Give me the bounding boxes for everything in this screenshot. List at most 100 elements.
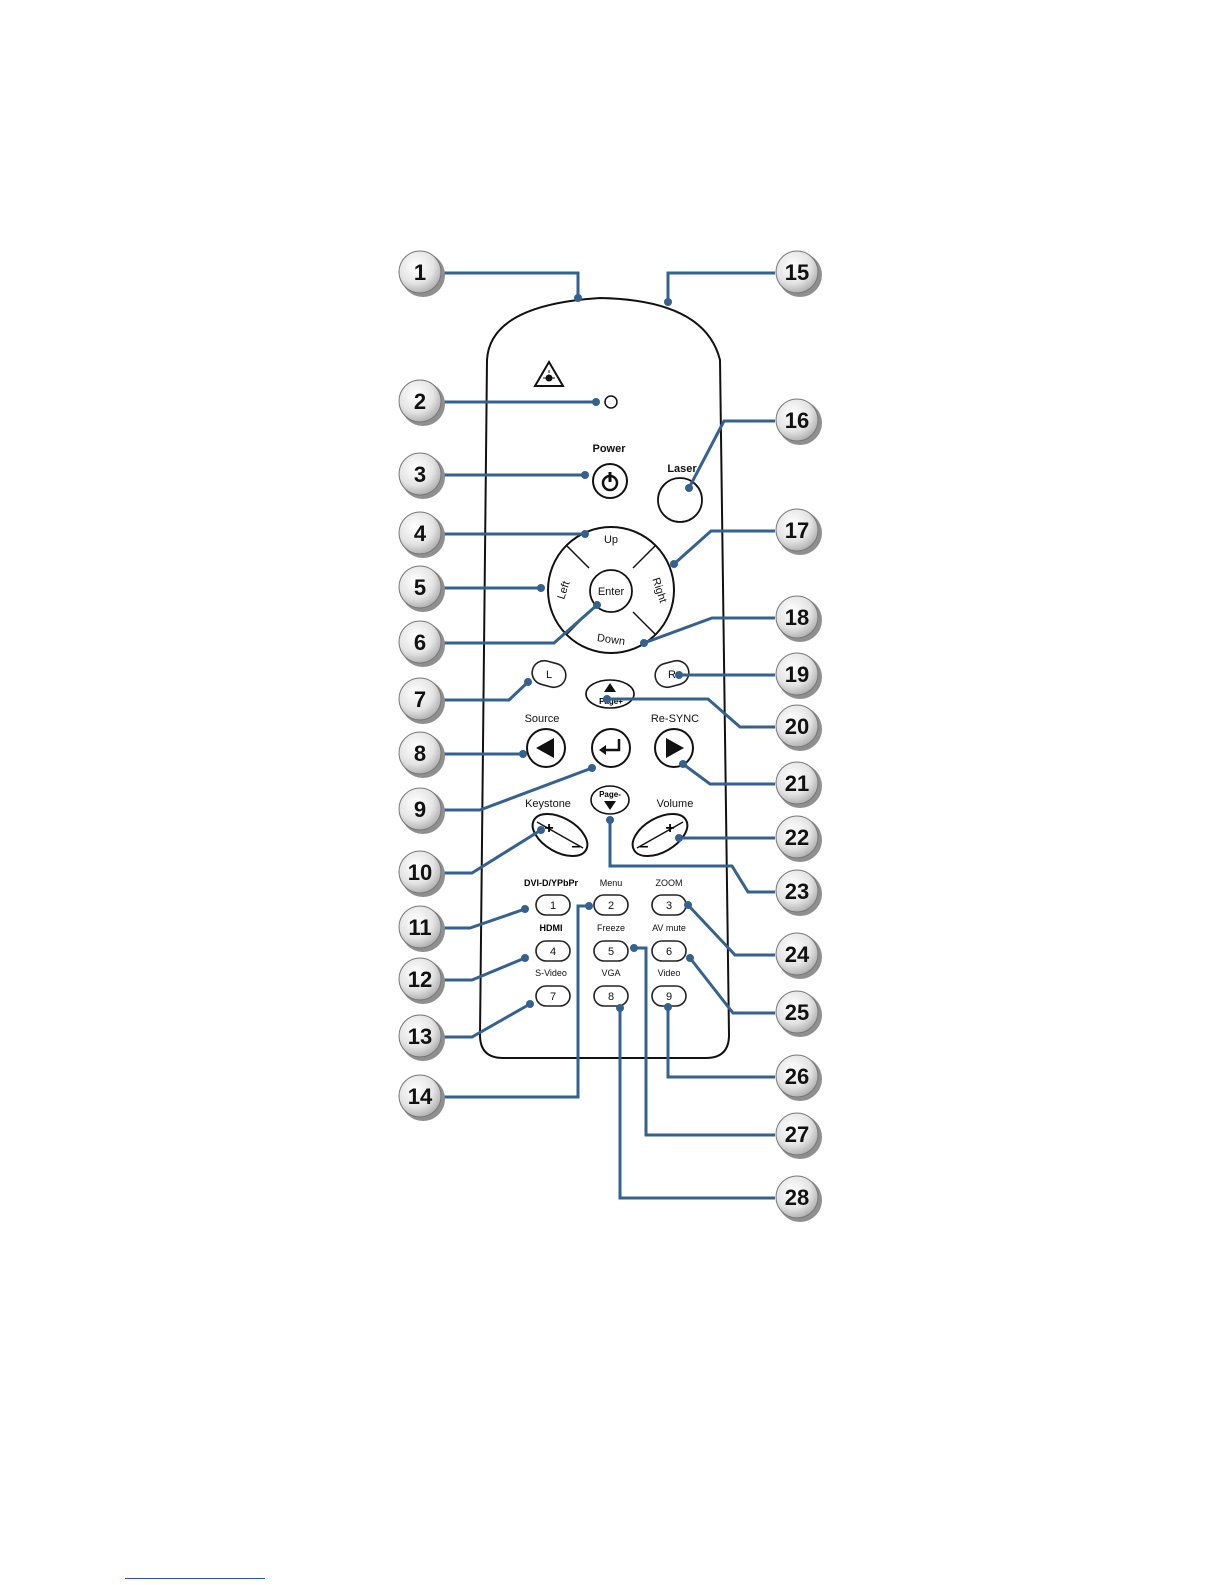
av-mute-label: AV mute [652, 923, 686, 933]
key-1-label: 1 [550, 900, 556, 912]
key-8-label: 8 [608, 991, 614, 1003]
callout-4: 4 [399, 512, 445, 558]
callout-16: 16 [776, 399, 822, 445]
svg-text:8: 8 [414, 741, 426, 766]
resync-label: Re-SYNC [651, 713, 699, 725]
svg-text:12: 12 [408, 967, 432, 992]
vga-label: VGA [601, 968, 620, 978]
footer-rule [125, 1578, 265, 1579]
keypad: 1 2 3 4 5 6 7 8 9 [536, 895, 686, 1006]
callout-7: 7 [399, 678, 445, 724]
callout-18: 18 [776, 596, 822, 642]
callout-17: 17 [776, 509, 822, 555]
svg-text:16: 16 [785, 408, 809, 433]
power-button[interactable] [593, 464, 627, 498]
laser-label: Laser [667, 463, 697, 475]
source-button[interactable] [527, 729, 565, 767]
callout-6: 6 [399, 621, 445, 667]
callout-24: 24 [776, 933, 822, 979]
svg-text:20: 20 [785, 714, 809, 739]
svg-text:26: 26 [785, 1064, 809, 1089]
key-2-label: 2 [608, 900, 614, 912]
keystone-plus: + [544, 820, 553, 837]
svg-text:21: 21 [785, 771, 809, 796]
svg-text:13: 13 [408, 1024, 432, 1049]
callout-5: 5 [399, 566, 445, 612]
callout-3: 3 [399, 453, 445, 499]
hdmi-label: HDMI [540, 923, 563, 933]
svg-text:11: 11 [408, 915, 431, 940]
callout-11: 11 [399, 906, 445, 952]
svg-text:14: 14 [408, 1084, 433, 1109]
callout-13: 13 [399, 1015, 445, 1061]
keystone-label: Keystone [525, 798, 571, 810]
callout-15: 15 [776, 251, 822, 297]
svg-text:4: 4 [414, 521, 427, 546]
menu-label: Menu [600, 878, 623, 888]
volume-plus: + [665, 820, 674, 837]
power-label: Power [592, 443, 626, 455]
svg-text:27: 27 [785, 1122, 809, 1147]
svg-text:3: 3 [414, 462, 426, 487]
key-3-label: 3 [666, 900, 672, 912]
leader-15 [668, 273, 775, 302]
svg-text:22: 22 [785, 825, 809, 850]
freeze-label: Freeze [597, 923, 625, 933]
leader-1 [440, 273, 578, 298]
key-9-label: 9 [666, 991, 672, 1003]
callout-22: 22 [776, 816, 822, 862]
l-label: L [546, 669, 552, 681]
callout-12: 12 [399, 958, 445, 1004]
svg-text:25: 25 [785, 1000, 809, 1025]
callout-10: 10 [399, 851, 445, 897]
page-down-label: Page- [599, 790, 621, 799]
svg-text:6: 6 [414, 630, 426, 655]
key-4-label: 4 [550, 946, 556, 958]
svg-text:17: 17 [785, 518, 809, 543]
svg-text:2: 2 [414, 389, 426, 414]
svg-text:24: 24 [785, 942, 810, 967]
laser-button[interactable] [658, 478, 702, 522]
svg-text:7: 7 [414, 687, 426, 712]
resync-button[interactable] [655, 729, 693, 767]
volume-minus: – [640, 838, 649, 855]
callout-19: 19 [776, 653, 822, 699]
callout-21: 21 [776, 762, 822, 808]
callout-9: 9 [399, 788, 445, 834]
svg-text:18: 18 [785, 605, 809, 630]
keystone-minus: – [572, 838, 581, 855]
callout-2: 2 [399, 380, 445, 426]
callout-23: 23 [776, 870, 822, 916]
svg-text:23: 23 [785, 879, 809, 904]
callout-14: 14 [399, 1075, 445, 1121]
svg-text:10: 10 [408, 860, 432, 885]
video-label: Video [658, 968, 681, 978]
callout-28: 28 [776, 1176, 822, 1222]
zoom-label: ZOOM [656, 878, 683, 888]
key-7-label: 7 [550, 991, 556, 1003]
callout-25: 25 [776, 991, 822, 1037]
status-led [605, 396, 617, 408]
enter-label: Enter [598, 586, 625, 598]
svg-text:1: 1 [414, 260, 426, 285]
return-button[interactable] [592, 729, 630, 767]
callout-26: 26 [776, 1055, 822, 1101]
svg-text:19: 19 [785, 662, 809, 687]
key-5-label: 5 [608, 946, 614, 958]
callout-1: 1 [399, 251, 445, 297]
svg-text:5: 5 [414, 575, 426, 600]
callout-20: 20 [776, 705, 822, 751]
callout-8: 8 [399, 732, 445, 778]
callout-27: 27 [776, 1113, 822, 1159]
dpad-up-button[interactable]: Up [604, 534, 618, 546]
volume-label: Volume [657, 798, 694, 810]
svideo-label: S-Video [535, 968, 567, 978]
key-6-label: 6 [666, 946, 672, 958]
dvi-label: DVI-D/YPbPr [524, 878, 579, 888]
svg-text:9: 9 [414, 797, 426, 822]
svg-text:28: 28 [785, 1185, 809, 1210]
r-label: R [668, 669, 676, 681]
svg-text:15: 15 [785, 260, 809, 285]
source-label: Source [525, 713, 560, 725]
